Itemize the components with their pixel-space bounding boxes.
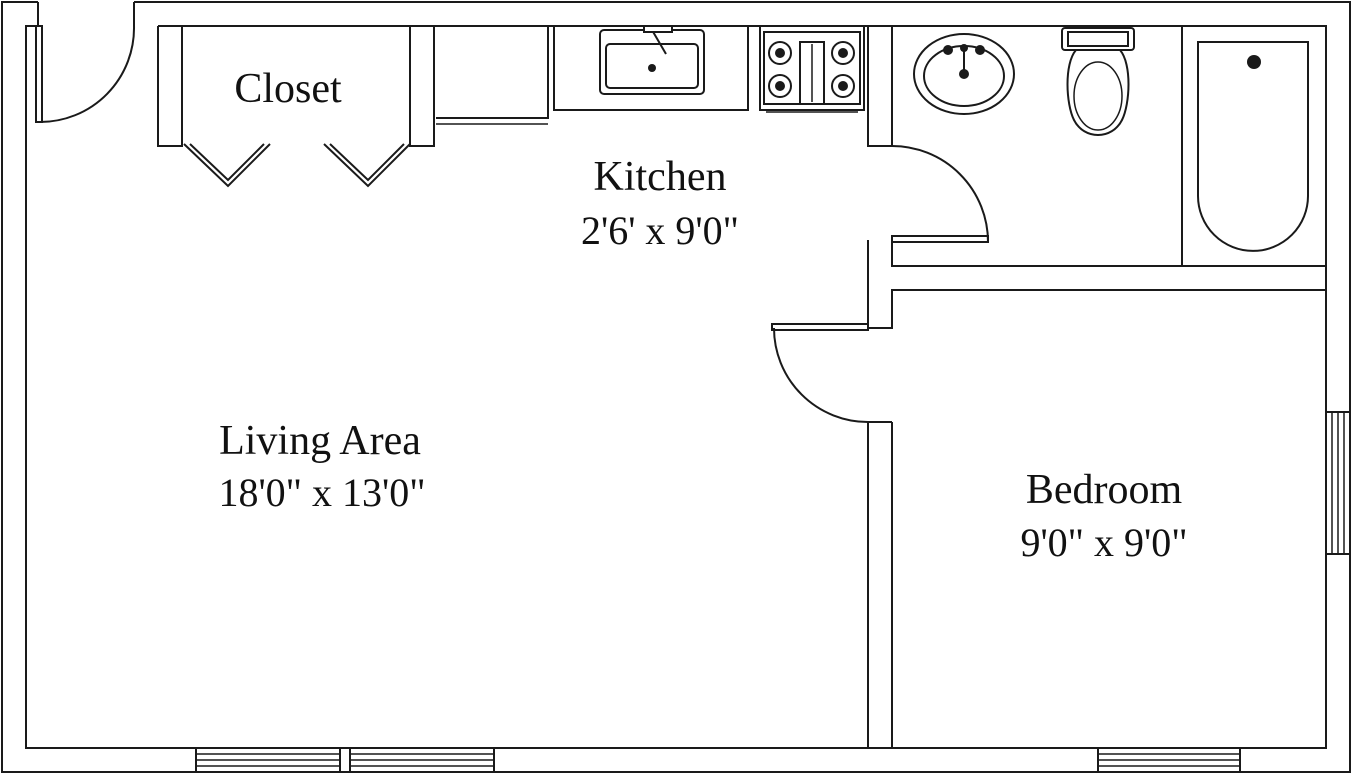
window-icon <box>195 747 495 773</box>
toilet-icon <box>1061 27 1135 136</box>
entry-door <box>35 25 136 123</box>
kitchen-label: Kitchen <box>594 154 727 200</box>
kitchen-dimensions: 2'6' x 9'0" <box>581 208 739 253</box>
closet-label: Closet <box>234 66 342 112</box>
lavatory-icon <box>913 33 1015 115</box>
bedroom-dimensions: 9'0" x 9'0" <box>1020 520 1187 565</box>
window-icon <box>1097 747 1241 773</box>
bifold-door-icon <box>183 143 411 188</box>
door-swing-icon <box>891 145 989 243</box>
bathtub-icon <box>1197 41 1309 252</box>
bedroom-walls <box>771 323 893 749</box>
living-area-label: Living Area <box>219 418 421 464</box>
door-swing-icon <box>771 323 869 423</box>
living-area-dimensions: 18'0" x 13'0" <box>218 470 425 515</box>
stove-icon <box>759 25 865 113</box>
sink-icon <box>599 25 705 95</box>
closet: Closet <box>157 26 435 188</box>
window-icon <box>1325 411 1351 555</box>
bedroom-label: Bedroom <box>1026 467 1183 513</box>
